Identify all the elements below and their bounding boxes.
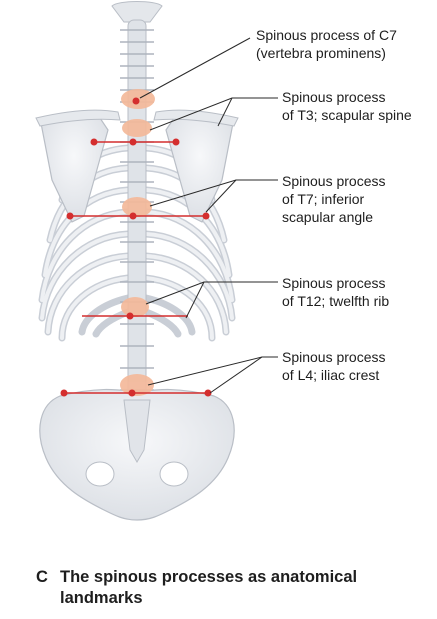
- t7-center-dot: [129, 212, 137, 220]
- right-scapula: [165, 111, 235, 223]
- caption-letter: C: [36, 568, 48, 586]
- label-t12: Spinous process of T12; twelfth rib: [282, 274, 389, 310]
- l4-leader-line: [147, 356, 278, 386]
- t12-center-dot: [126, 312, 134, 320]
- t3-spinous-highlight: [122, 119, 152, 137]
- right-obturator-foramen: [159, 461, 189, 487]
- t3-scapular-spine-left-dot: [90, 138, 98, 146]
- l4-center-dot: [128, 389, 136, 397]
- label-t7-line1: Spinous process: [282, 173, 386, 189]
- left-clavicle: [35, 109, 121, 127]
- caption-text: The spinous processes as anatomical land…: [60, 568, 358, 607]
- label-t7-line3: scapular angle: [282, 209, 374, 225]
- label-l4-line2: of L4; iliac crest: [282, 367, 380, 383]
- t12-spinous-highlight: [121, 297, 149, 317]
- label-l4-line1: Spinous process: [282, 349, 386, 365]
- t3-leader-branch: [217, 97, 233, 127]
- label-t3: Spinous process of T3; scapular spine: [282, 88, 412, 124]
- label-t12-line2: of T12; twelfth rib: [282, 293, 390, 309]
- t7-inferior-angle-right-dot: [202, 212, 210, 220]
- landmark-dots: [60, 97, 212, 397]
- t7-spinous-highlight: [122, 197, 152, 217]
- skeleton-illustration: [35, 1, 278, 521]
- label-t7-line2: of T7; inferior: [282, 191, 365, 207]
- label-t7: Spinous process of T7; inferior scapular…: [282, 172, 386, 226]
- c7-dot: [132, 97, 140, 105]
- t7-inferior-angle-left-dot: [66, 212, 74, 220]
- left-obturator-foramen: [85, 461, 115, 487]
- right-clavicle: [153, 109, 239, 127]
- skull-base: [111, 1, 163, 23]
- t3-scapular-spine-right-dot: [172, 138, 180, 146]
- label-c7-line2: (vertebra prominens): [256, 45, 386, 61]
- l4-spinous-highlight: [120, 374, 154, 396]
- label-t3-line2: of T3; scapular spine: [282, 107, 412, 123]
- label-t3-line1: Spinous process: [282, 89, 386, 105]
- label-t12-line1: Spinous process: [282, 275, 386, 291]
- l4-iliac-crest-left-dot: [60, 389, 68, 397]
- sacrum: [123, 399, 151, 463]
- c7-leader-line: [139, 37, 251, 99]
- l4-iliac-crest-right-dot: [204, 389, 212, 397]
- label-l4: Spinous process of L4; iliac crest: [282, 348, 386, 384]
- skeleton-figure: [35, 1, 278, 521]
- left-scapula: [39, 111, 109, 223]
- leader-lines: [139, 37, 278, 394]
- l4-leader-branch: [209, 356, 263, 394]
- label-c7: Spinous process of C7 (vertebra prominen…: [256, 26, 397, 62]
- t7-leader-branch: [205, 179, 237, 213]
- label-c7-line1: Spinous process of C7: [256, 27, 397, 43]
- t3-center-dot: [129, 138, 137, 146]
- t12-leader-branch: [185, 281, 205, 319]
